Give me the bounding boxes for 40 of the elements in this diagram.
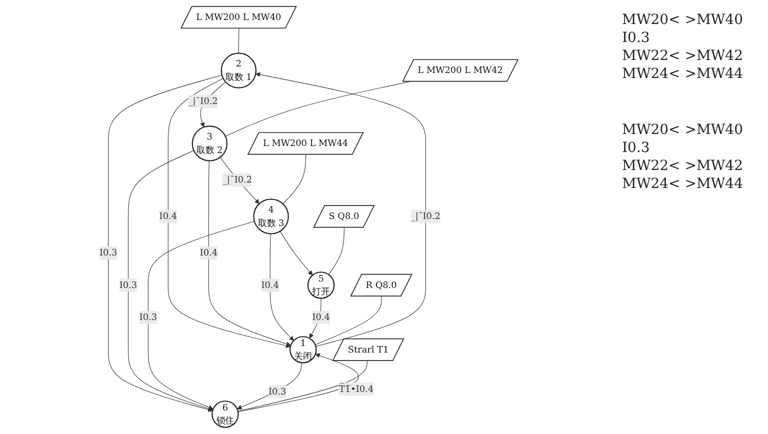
condition-text: MW20< >MW40	[622, 12, 744, 28]
arrow	[280, 230, 314, 276]
edge-label: I0.4	[262, 280, 280, 290]
node-circle: 5 打开	[308, 272, 335, 299]
condition-text: MW20< >MW40	[622, 122, 744, 138]
edge-label: _|¯I0.2	[411, 210, 441, 222]
connector	[315, 296, 382, 345]
arrow	[256, 72, 426, 347]
connector	[238, 28, 240, 54]
edge-label: _|¯I0.2	[222, 174, 252, 185]
edge-label: I0.4	[160, 210, 178, 222]
condition-text: MW22< >MW42	[622, 48, 744, 64]
edge-label: I0.3	[100, 247, 118, 258]
arrow	[270, 233, 294, 341]
condition-text: MW24< >MW44	[622, 176, 744, 192]
connector	[328, 227, 345, 275]
condition-text: MW24< >MW44	[622, 66, 744, 82]
edge-label: I0.4	[200, 247, 218, 258]
connector	[282, 154, 306, 204]
condition-text: MW22< >MW42	[622, 158, 744, 174]
node-circle: 6 锁住	[212, 400, 240, 428]
condition-text: I0.3	[622, 30, 651, 46]
arrow	[108, 74, 223, 412]
arrow	[237, 362, 302, 410]
edge-label: T̅1̅•I0.4	[339, 383, 374, 394]
node-circle: 3 取数 2	[192, 126, 228, 162]
node-circle: 1 关闭	[290, 336, 318, 364]
arrow	[220, 156, 260, 204]
edge-label: I0.3	[268, 386, 287, 397]
node-circle: 2 取数 1	[221, 52, 257, 88]
edge-label: I0.4	[312, 312, 330, 322]
edge-label: I0.3	[120, 280, 138, 290]
condition-text: I0.3	[622, 140, 651, 156]
connector	[238, 360, 368, 412]
edge-label: _|¯I0.2	[188, 96, 218, 106]
edge-label: I0.3	[140, 312, 158, 322]
arrow	[128, 150, 214, 411]
node-circle: 4 取数 3	[253, 198, 290, 234]
arrow	[148, 221, 256, 410]
arrow	[238, 353, 360, 412]
